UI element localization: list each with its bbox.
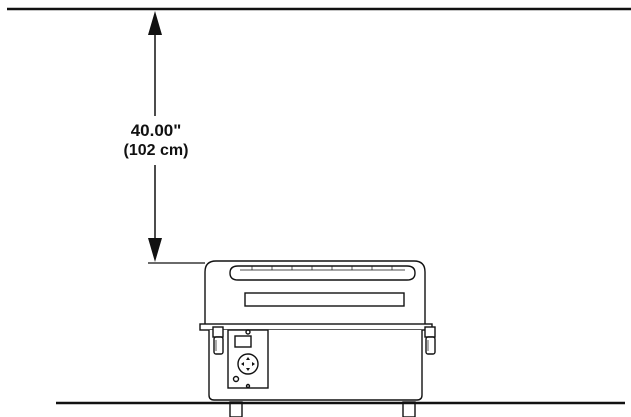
dimension-metric: (102 cm) xyxy=(123,142,189,159)
grill-icon xyxy=(199,260,436,417)
grill-rim xyxy=(199,323,433,331)
control-panel-icon xyxy=(227,329,269,389)
control-dial xyxy=(237,353,259,375)
dimension-arrow-down-icon xyxy=(148,238,162,262)
latch-right-icon xyxy=(424,326,436,355)
control-display xyxy=(234,335,252,348)
lid-handle xyxy=(229,265,416,281)
lid-vent xyxy=(244,292,405,307)
dimension-imperial: 40.00" xyxy=(130,121,182,140)
latch-left-icon xyxy=(212,326,224,355)
dimension-label: 40.00" (102 cm) xyxy=(96,116,216,165)
dimension-arrow-up-icon xyxy=(148,11,162,35)
